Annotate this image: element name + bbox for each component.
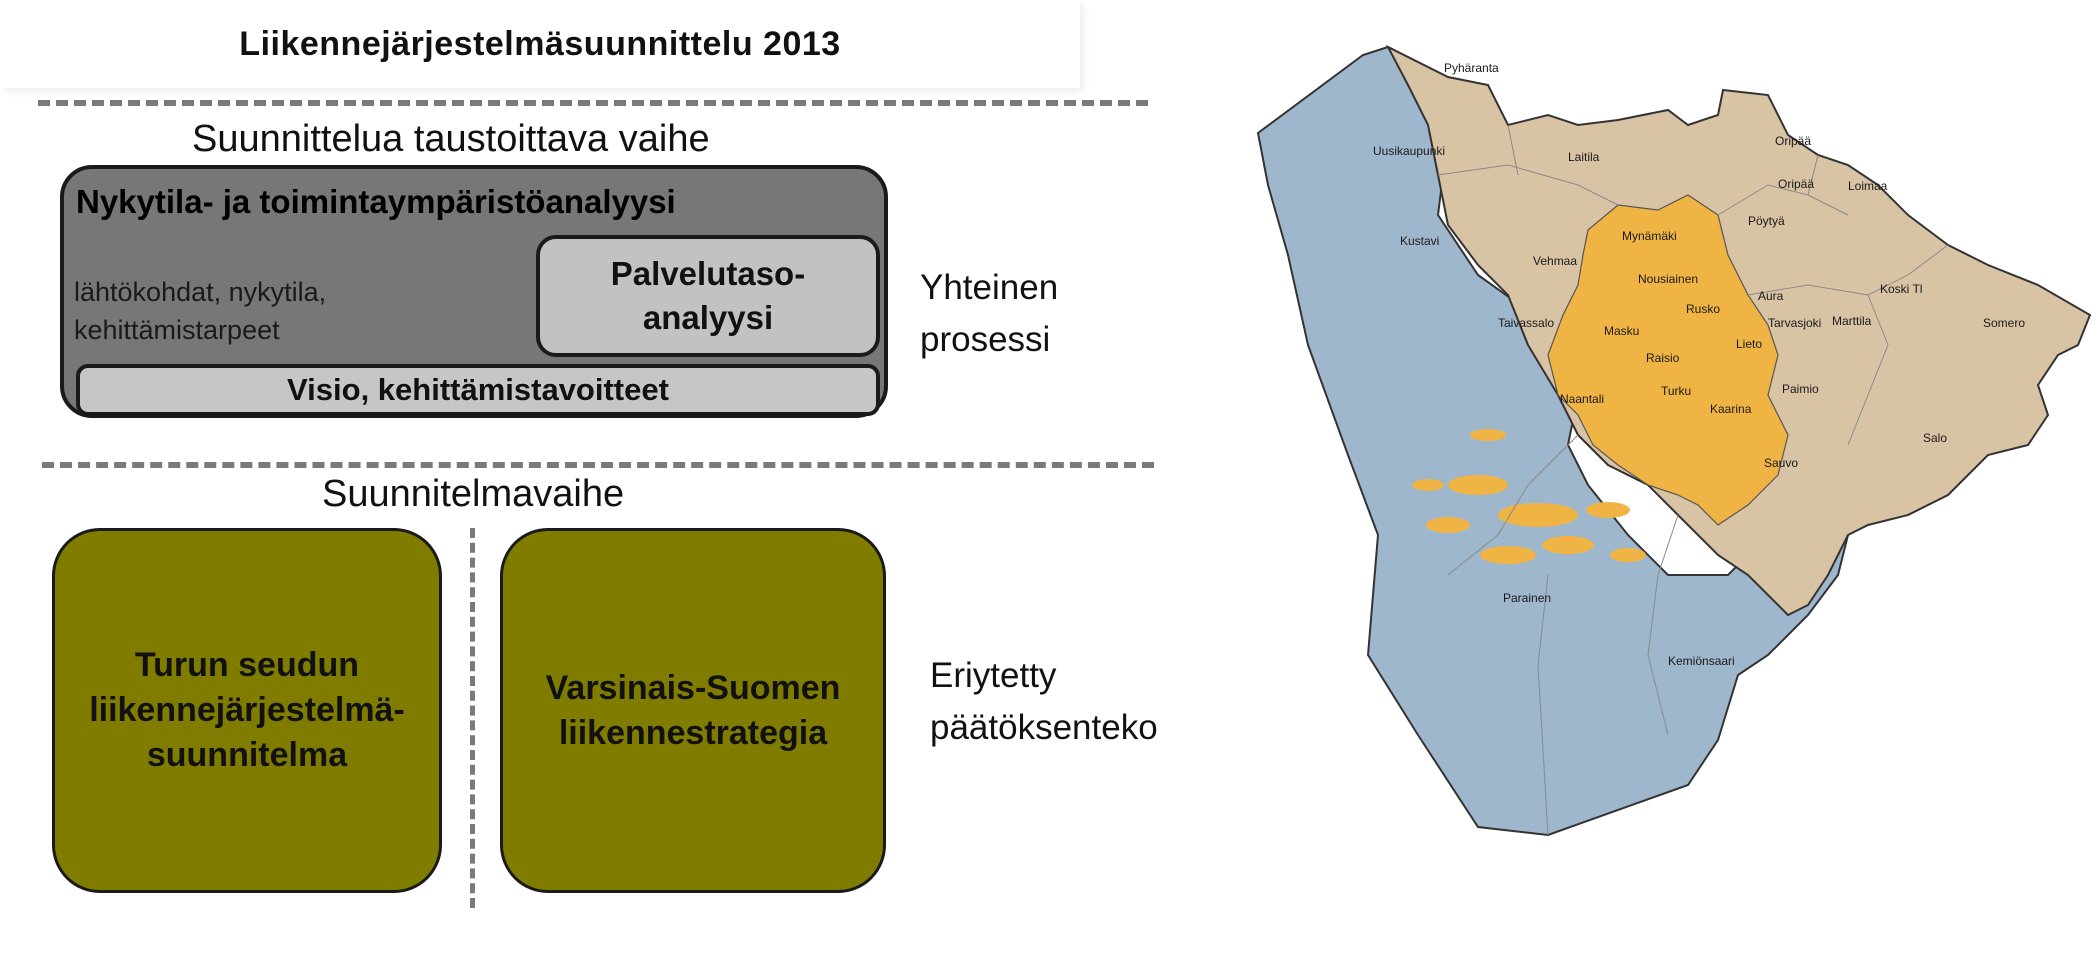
municipal-boundaries — [1437, 124, 1949, 836]
label-lieto: Lieto — [1736, 337, 1762, 351]
label-rusko: Rusko — [1686, 302, 1720, 316]
phase-divider — [42, 462, 1154, 468]
label-laitila: Laitila — [1568, 150, 1600, 164]
label-sauvo: Sauvo — [1764, 456, 1798, 470]
turku-plan-line3: suunnitelma — [146, 736, 348, 774]
separate-decision-line1: Eriytetty — [930, 656, 1057, 695]
label-nousiainen: Nousiainen — [1638, 272, 1698, 286]
label-oripaa-1: Oripää — [1775, 134, 1811, 148]
service-level-analysis-box: Palvelutaso- analyysi — [536, 235, 880, 357]
label-tarvasjoki: Tarvasjoki — [1768, 316, 1821, 330]
service-level-line1: Palvelutaso- — [610, 255, 806, 292]
shared-process-line2: prosessi — [920, 320, 1051, 359]
label-naantali: Naantali — [1560, 392, 1604, 406]
vision-box: Visio, kehittämistavoitteet — [76, 364, 880, 416]
label-parainen: Parainen — [1503, 591, 1551, 605]
municipality-labels: Pyhäranta Uusikaupunki Laitila Oripää Or… — [1373, 61, 2025, 668]
label-masku: Masku — [1604, 324, 1639, 338]
analysis-title: Nykytila- ja toimintaympäristöanalyysi — [76, 183, 676, 220]
region-map: Pyhäranta Uusikaupunki Laitila Oripää Or… — [1248, 15, 2093, 850]
label-poytya: Pöytyä — [1748, 214, 1785, 228]
phase2-vertical-divider — [470, 528, 475, 908]
label-uusikaupunki: Uusikaupunki — [1373, 144, 1445, 158]
shared-process-label: Yhteinen prosessi — [920, 262, 1058, 366]
separate-decision-label: Eriytetty päätöksenteko — [930, 650, 1158, 754]
label-marttila: Marttila — [1832, 314, 1872, 328]
label-vehmaa: Vehmaa — [1533, 254, 1577, 268]
label-aura: Aura — [1758, 289, 1784, 303]
label-loimaa: Loimaa — [1848, 179, 1888, 193]
page-title: Liikennejärjestelmäsuunnittelu 2013 — [0, 0, 1080, 88]
analysis-subtitle-line1: lähtökohdat, nykytila, — [74, 277, 327, 307]
archipelago-islands — [1412, 429, 1646, 564]
label-kemionsaari: Kemiönsaari — [1668, 654, 1735, 668]
phase1-label: Suunnittelua taustoittava vaihe — [192, 118, 710, 160]
label-mynamaki: Mynämäki — [1622, 229, 1677, 243]
turku-plan-box: Turun seudun liikennejärjestelmä- suunni… — [52, 528, 442, 893]
service-level-line2: analyysi — [642, 299, 774, 336]
label-oripaa-2: Oripää — [1778, 177, 1814, 191]
regional-strategy-line2: liikennestrategia — [558, 713, 828, 752]
turku-plan-line2: liikennejärjestelmä- — [89, 691, 405, 729]
separate-decision-line2: päätöksenteko — [930, 708, 1158, 747]
label-kaarina: Kaarina — [1710, 402, 1752, 416]
analysis-box: Nykytila- ja toimintaympäristöanalyysi l… — [60, 165, 888, 418]
shared-process-line1: Yhteinen — [920, 268, 1059, 307]
label-koski-tl: Koski Tl — [1880, 282, 1922, 296]
label-kustavi: Kustavi — [1400, 234, 1439, 248]
analysis-subtitle: lähtökohdat, nykytila, kehittämistarpeet — [74, 273, 414, 349]
turku-plan-line1: Turun seudun — [134, 646, 360, 684]
analysis-subtitle-line2: kehittämistarpeet — [74, 315, 280, 345]
label-salo: Salo — [1923, 431, 1947, 445]
top-divider — [38, 100, 1148, 106]
phase2-label: Suunnitelmavaihe — [322, 473, 625, 515]
label-turku: Turku — [1661, 384, 1691, 398]
label-pyharanta: Pyhäranta — [1444, 61, 1499, 75]
label-raisio: Raisio — [1646, 351, 1680, 365]
region-map-svg: Pyhäranta Uusikaupunki Laitila Oripää Or… — [1256, 44, 2092, 837]
label-somero: Somero — [1983, 316, 2025, 330]
map-core-region — [1547, 194, 1789, 526]
regional-strategy-box: Varsinais-Suomen liikennestrategia — [500, 528, 886, 893]
regional-strategy-line1: Varsinais-Suomen — [545, 668, 841, 707]
label-taivassalo: Taivassalo — [1498, 316, 1554, 330]
label-paimio: Paimio — [1782, 382, 1819, 396]
